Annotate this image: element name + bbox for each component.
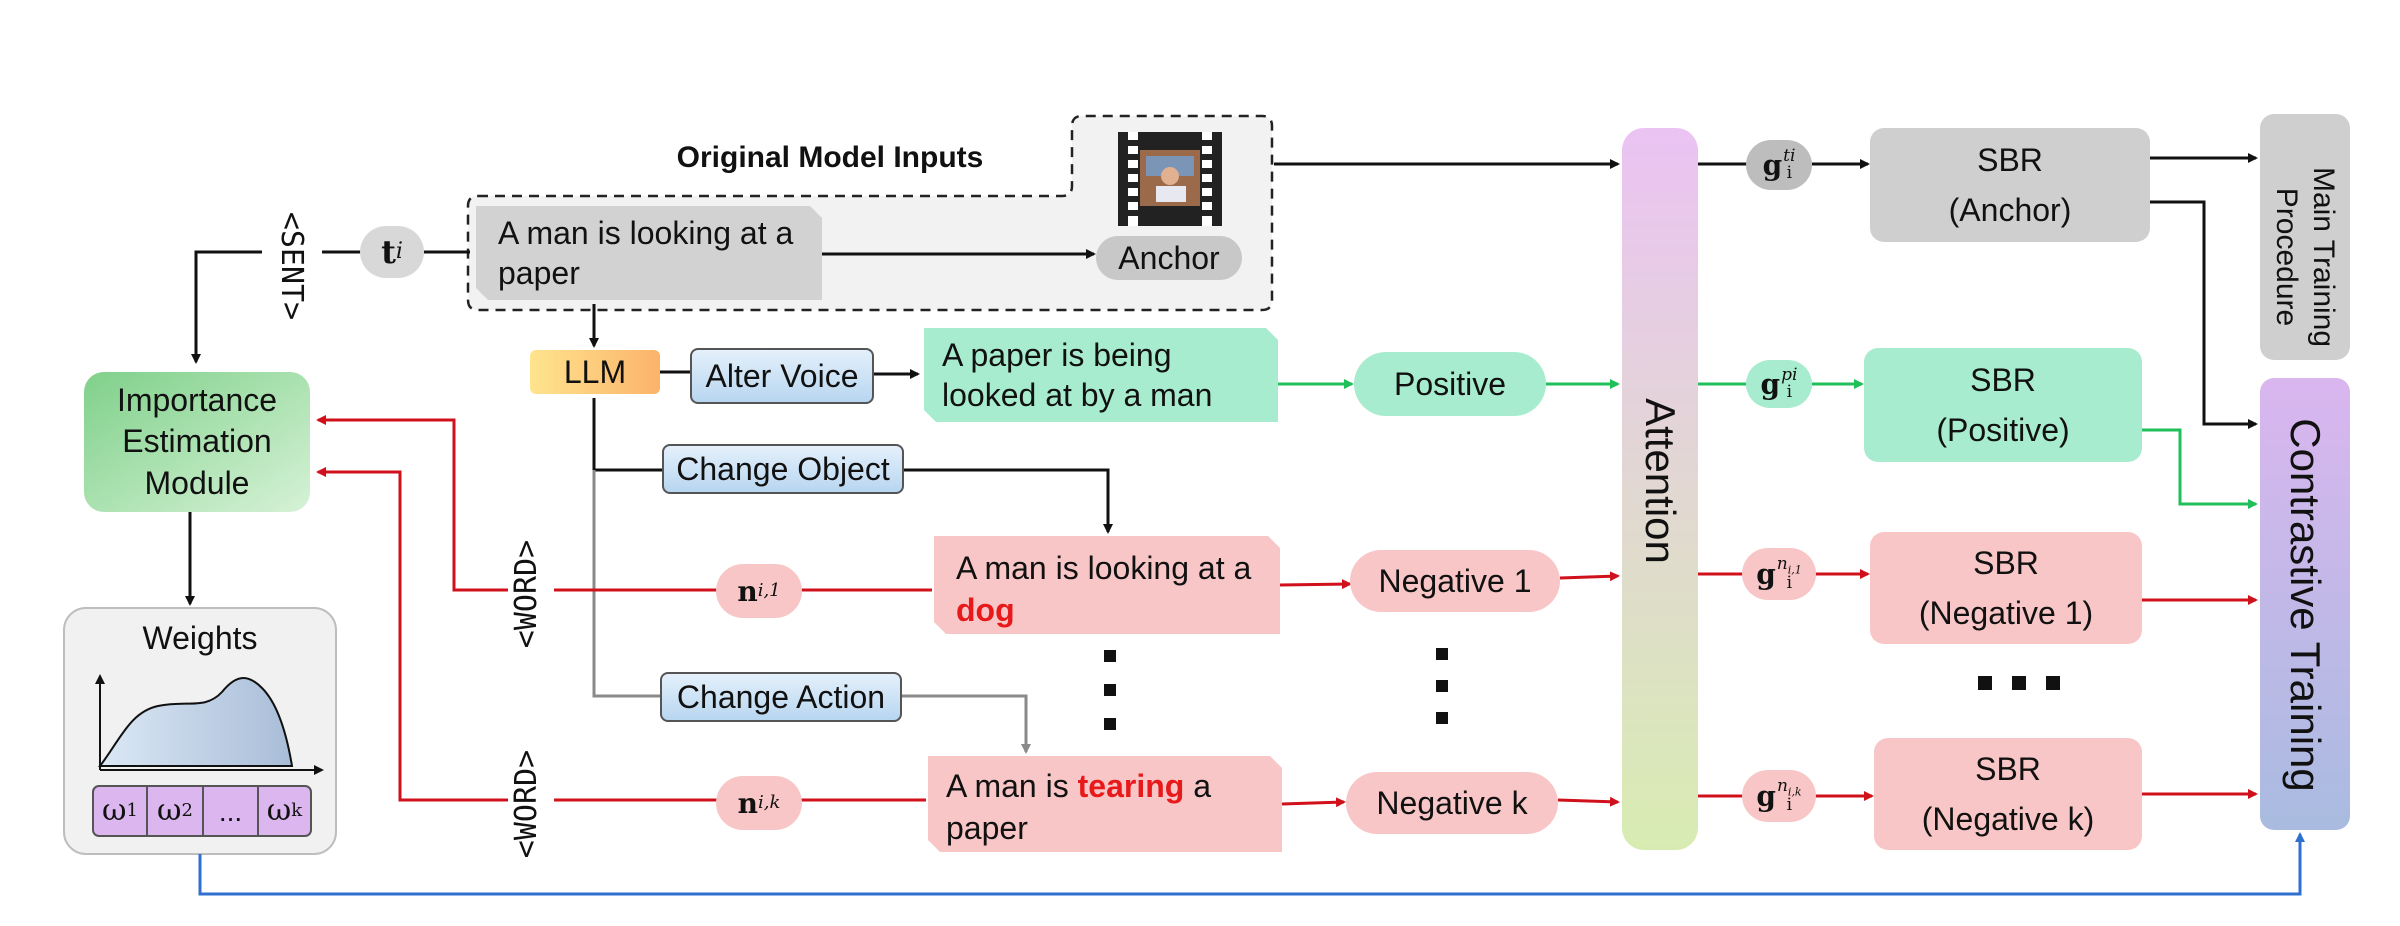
sent-tag: <SENT> xyxy=(274,211,310,321)
weights-title: Weights xyxy=(142,620,258,656)
distribution-curve-icon xyxy=(97,677,294,767)
contrastive-training-label: Contrastive Training xyxy=(2282,418,2329,792)
change-action-op: Change Action xyxy=(660,672,902,722)
neg1-caption-text: A man is looking at a dog xyxy=(956,550,1252,628)
negative-k-pill: Negative k xyxy=(1346,772,1558,834)
main-training-label: Main Training Procedure xyxy=(2270,166,2341,348)
weight-cells xyxy=(92,785,312,837)
word-tag-k: <WORD> xyxy=(508,749,544,859)
original-caption-box xyxy=(476,206,822,300)
llm-box: LLM xyxy=(530,350,660,394)
negk-caption-text: A man is tearing a paper xyxy=(946,768,1211,846)
sbr-anchor-box: SBR(Anchor) xyxy=(1870,128,2150,242)
positive-caption-text: A paper is being looked at by a man xyxy=(942,337,1213,413)
sbr-neg1-box: SBR(Negative 1) xyxy=(1870,532,2142,644)
sbr-positive-box: SBR(Positive) xyxy=(1864,348,2142,462)
original-caption-text: A man is looking at a paper xyxy=(498,215,794,291)
attention-bar xyxy=(1622,128,1698,850)
word-tag-1: <WORD> xyxy=(508,539,544,649)
negative-1-pill: Negative 1 xyxy=(1350,550,1560,612)
main-training-box xyxy=(2260,114,2350,360)
sbr-negk-box: SBR(Negative k) xyxy=(1874,738,2142,850)
ellipsis-dots xyxy=(1104,648,2060,730)
anchor-label: Anchor xyxy=(1096,236,1242,280)
contrastive-training-bar xyxy=(2260,378,2350,830)
change-object-op: Change Object xyxy=(662,444,904,494)
weight-cell-ellipsis: ... xyxy=(218,795,243,827)
importance-module-label: Importance Estimation Module xyxy=(116,381,278,501)
attention-label: Attention xyxy=(1637,398,1684,564)
neg1-caption-box xyxy=(934,536,1280,634)
positive-caption-box xyxy=(924,328,1278,422)
original-inputs-title: Original Model Inputs xyxy=(676,141,984,175)
positive-pill: Positive xyxy=(1354,352,1546,416)
negk-caption-box xyxy=(928,756,1282,852)
alter-voice-op: Alter Voice xyxy=(690,348,874,404)
importance-module-box xyxy=(84,372,310,512)
film-strip-icon xyxy=(1118,132,1222,226)
